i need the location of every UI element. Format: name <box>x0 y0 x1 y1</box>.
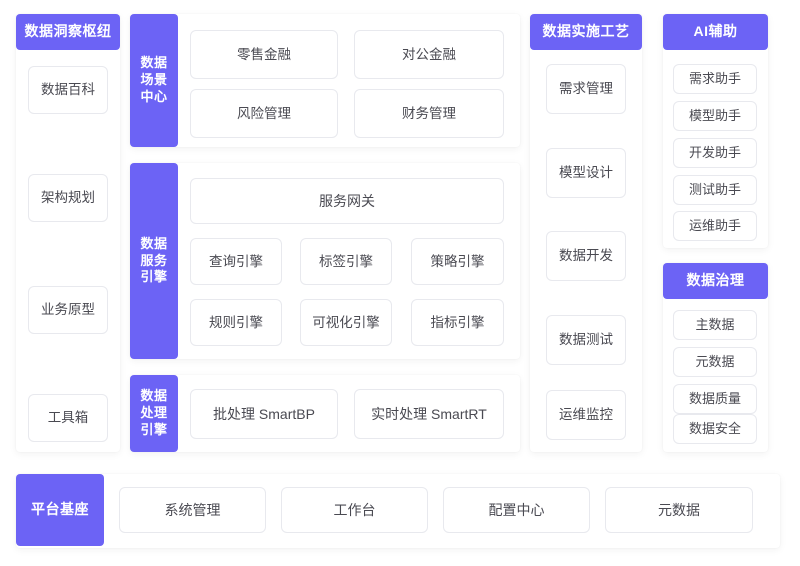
card-service-metric-engine[interactable]: 指标引擎 <box>411 299 504 346</box>
card-scene-retail-finance[interactable]: 零售金融 <box>190 30 338 79</box>
label-process-engine-text: 数据处理引擎 <box>140 388 168 437</box>
label-governance[interactable]: 数据治理 <box>663 263 768 299</box>
card-insight-prototype[interactable]: 业务原型 <box>28 286 108 334</box>
card-service-visualization-engine[interactable]: 可视化引擎 <box>300 299 392 346</box>
card-scene-risk-management[interactable]: 风险管理 <box>190 89 338 138</box>
card-insight-toolbox[interactable]: 工具箱 <box>28 394 108 442</box>
card-process-realtime-smartrt[interactable]: 实时处理 SmartRT <box>354 389 504 439</box>
card-base-system-management[interactable]: 系统管理 <box>119 487 266 533</box>
label-ai-assist[interactable]: AI辅助 <box>663 14 768 50</box>
card-base-config-center[interactable]: 配置中心 <box>443 487 590 533</box>
label-service-engine-text: 数据服务引擎 <box>140 235 168 285</box>
card-service-gateway[interactable]: 服务网关 <box>190 178 504 224</box>
label-implementation[interactable]: 数据实施工艺 <box>530 14 642 50</box>
card-process-batch-smartbp[interactable]: 批处理 SmartBP <box>190 389 338 439</box>
card-gov-master-data[interactable]: 主数据 <box>673 310 757 340</box>
label-insight-hub[interactable]: 数据洞察枢纽 <box>16 14 120 50</box>
card-base-workbench[interactable]: 工作台 <box>281 487 428 533</box>
card-impl-requirement-management[interactable]: 需求管理 <box>546 64 626 114</box>
card-impl-model-design[interactable]: 模型设计 <box>546 148 626 198</box>
card-impl-data-development[interactable]: 数据开发 <box>546 231 626 281</box>
card-service-rule-engine[interactable]: 规则引擎 <box>190 299 282 346</box>
card-ai-requirement-assistant[interactable]: 需求助手 <box>673 64 757 94</box>
card-insight-architecture[interactable]: 架构规划 <box>28 174 108 222</box>
card-ai-development-assistant[interactable]: 开发助手 <box>673 138 757 168</box>
card-ai-testing-assistant[interactable]: 测试助手 <box>673 175 757 205</box>
card-gov-data-quality[interactable]: 数据质量 <box>673 384 757 414</box>
card-base-metadata[interactable]: 元数据 <box>605 487 753 533</box>
card-scene-financial-management[interactable]: 财务管理 <box>354 89 504 138</box>
card-gov-metadata[interactable]: 元数据 <box>673 347 757 377</box>
label-platform-base[interactable]: 平台基座 <box>16 474 104 546</box>
card-ai-model-assistant[interactable]: 模型助手 <box>673 101 757 131</box>
panel-ai-assist <box>663 14 768 248</box>
card-scene-corporate-finance[interactable]: 对公金融 <box>354 30 504 79</box>
card-service-strategy-engine[interactable]: 策略引擎 <box>411 238 504 285</box>
label-service-engine[interactable]: 数据服务引擎 <box>130 163 178 359</box>
card-impl-ops-monitoring[interactable]: 运维监控 <box>546 390 626 440</box>
label-scene-center[interactable]: 数据场景中心 <box>130 14 178 147</box>
card-insight-encyclopedia[interactable]: 数据百科 <box>28 66 108 114</box>
card-impl-data-testing[interactable]: 数据测试 <box>546 315 626 365</box>
card-ai-ops-assistant[interactable]: 运维助手 <box>673 211 757 241</box>
card-service-tag-engine[interactable]: 标签引擎 <box>300 238 392 285</box>
label-process-engine[interactable]: 数据处理引擎 <box>130 375 178 452</box>
card-gov-data-security[interactable]: 数据安全 <box>673 414 757 444</box>
label-scene-center-text: 数据场景中心 <box>140 55 168 104</box>
card-service-query-engine[interactable]: 查询引擎 <box>190 238 282 285</box>
